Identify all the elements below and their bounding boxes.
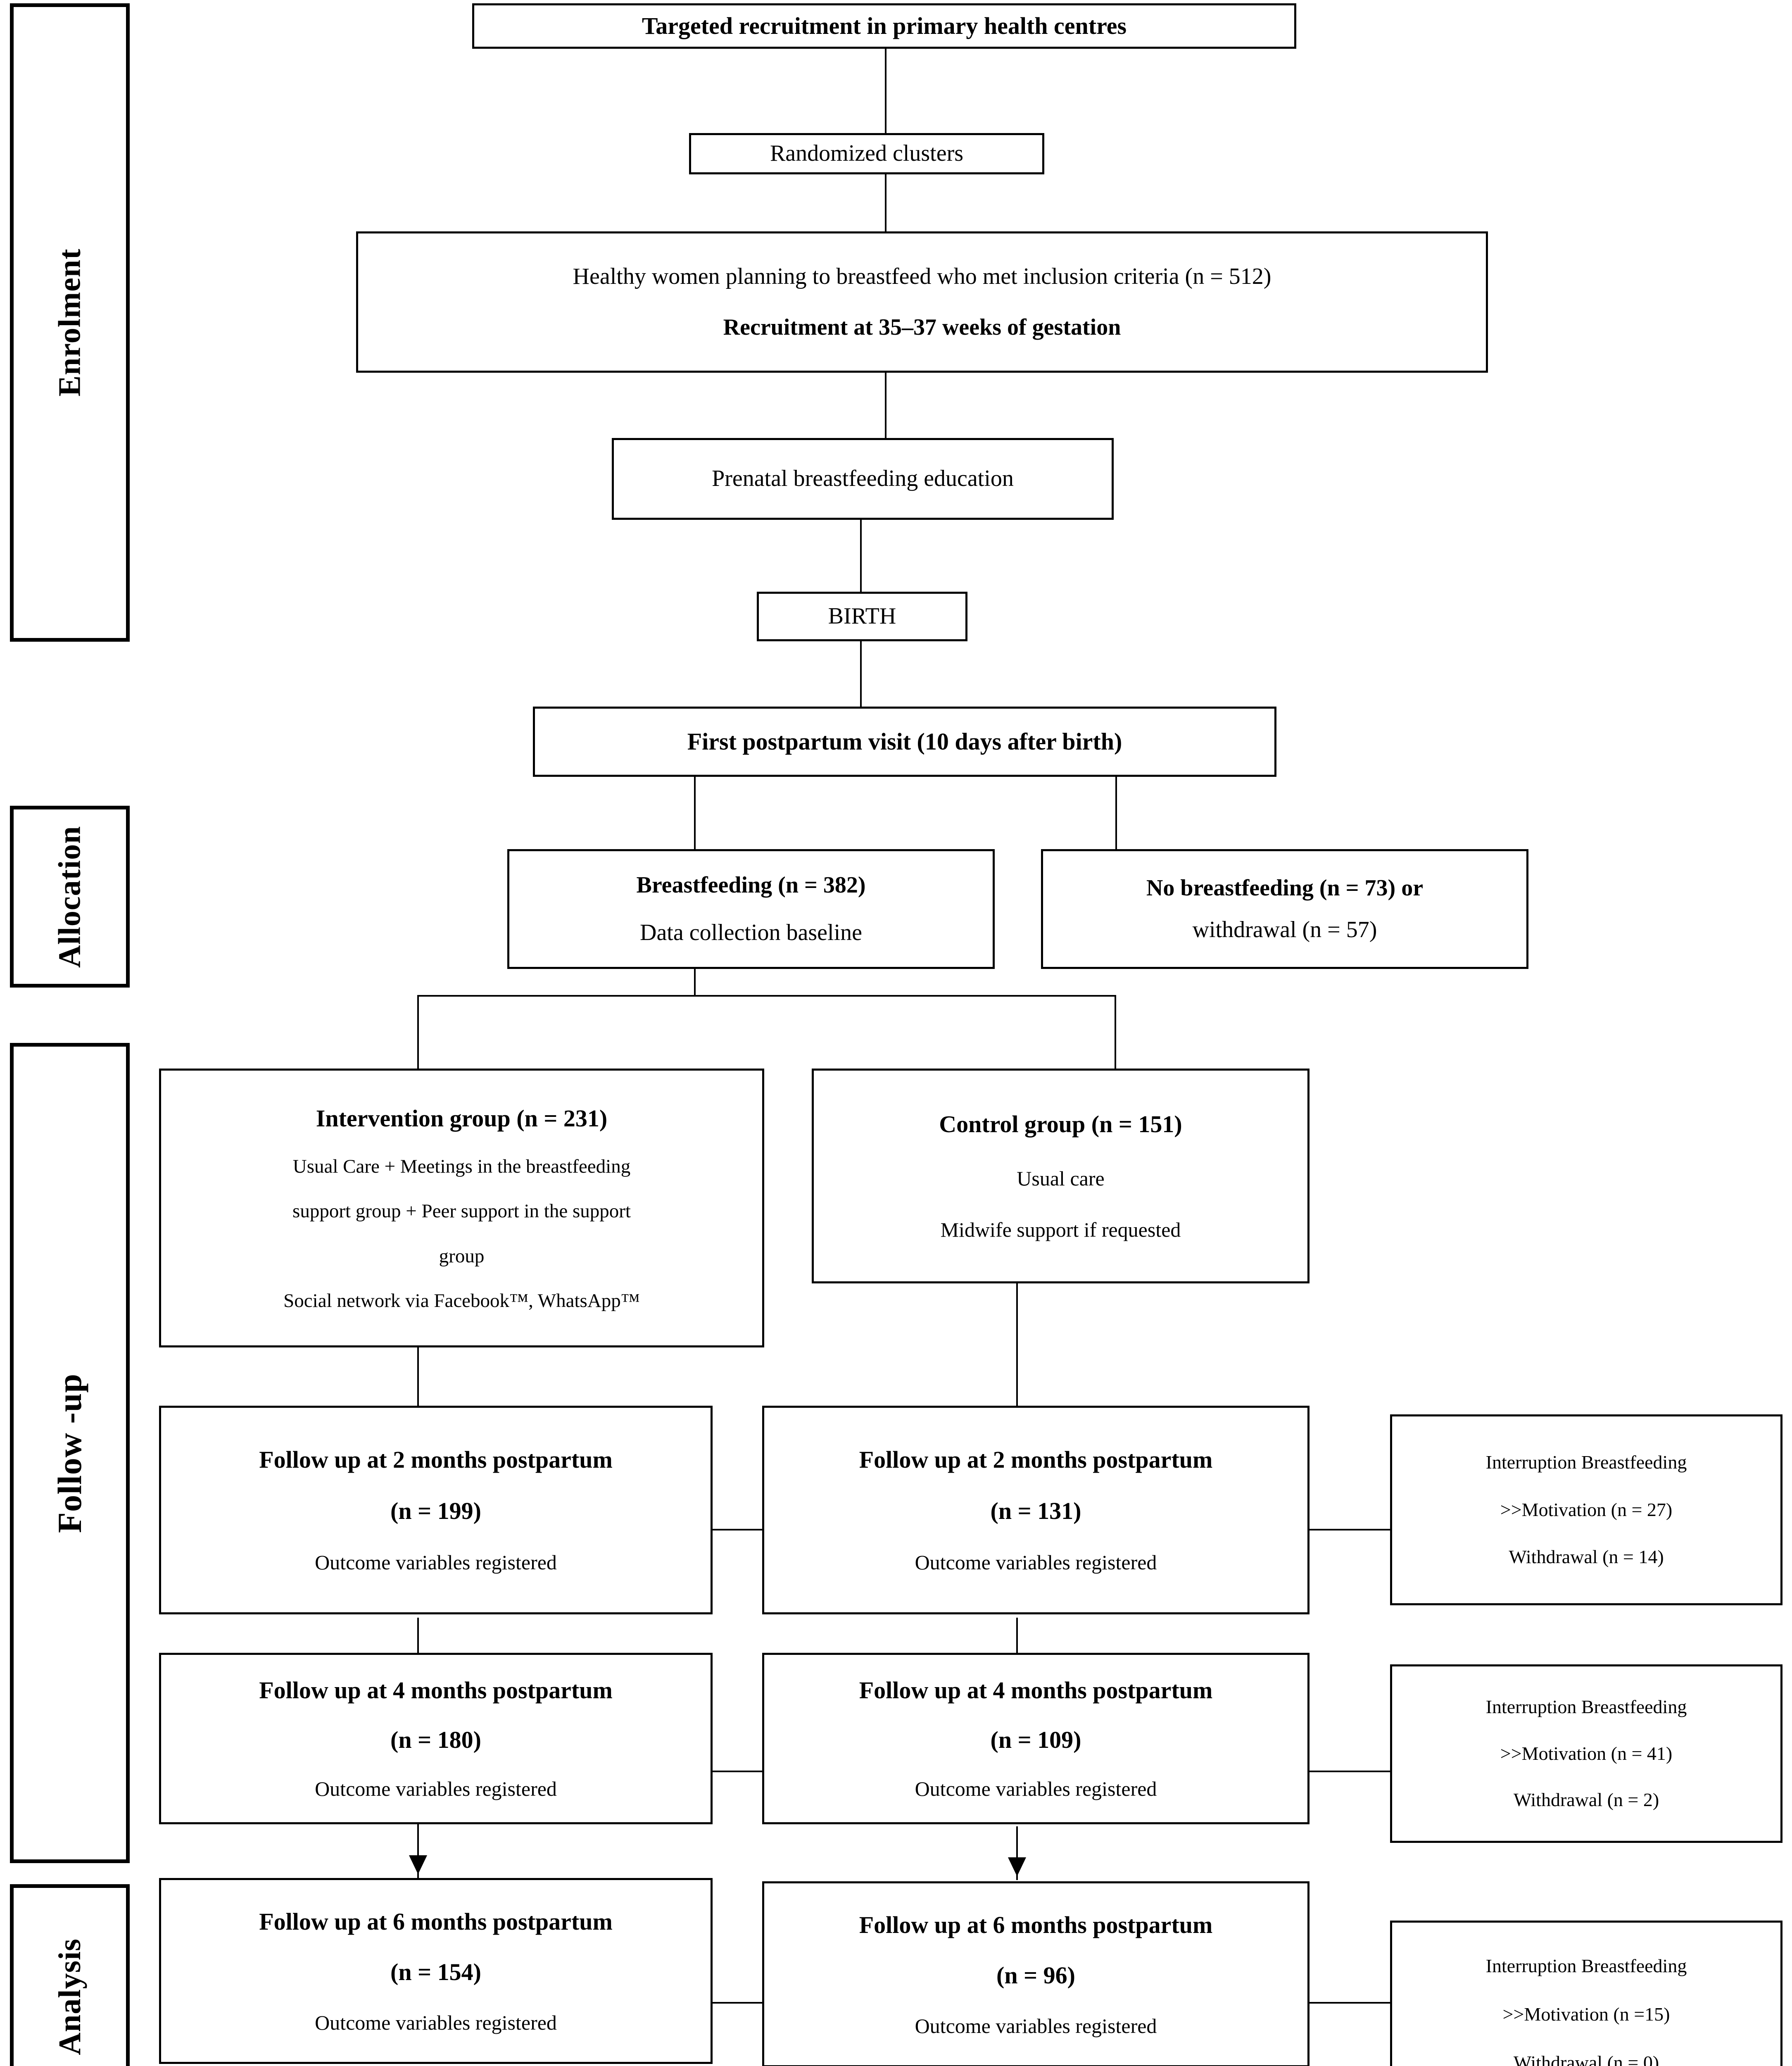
connector-to-control xyxy=(1115,995,1116,1069)
box-first-postpartum-visit: First postpartum visit (10 days after bi… xyxy=(533,707,1276,777)
box-control-6-months-line2: (n = 96) xyxy=(996,1961,1075,1989)
box-intervention-group-line1: Intervention group (n = 231) xyxy=(316,1105,608,1132)
box-intervention-6-months: Follow up at 6 months postpartum (n = 15… xyxy=(159,1878,713,2064)
box-breastfeeding-line2: Data collection baseline xyxy=(640,920,862,945)
box-birth-line1: BIRTH xyxy=(828,603,896,629)
stage-label-analysis: Analysis xyxy=(10,1884,130,2066)
connector-breastfeeding-down xyxy=(694,967,696,996)
connector-4m-ct-drop xyxy=(1310,1771,1390,1772)
connector-recruitment-to-randomized xyxy=(885,26,886,133)
connector-education-to-birth xyxy=(860,519,862,593)
box-interruption-2-months: Interruption Breastfeeding >>Motivation … xyxy=(1390,1414,1782,1605)
box-interruption-4-months-line2: >>Motivation (n = 41) xyxy=(1500,1742,1673,1764)
connector-first-visit-down-right xyxy=(1115,775,1117,849)
connector-intervention-to-2m xyxy=(417,1345,419,1407)
box-intervention-4-months-line1: Follow up at 4 months postpartum xyxy=(259,1677,613,1704)
box-intervention-2-months-line3: Outcome variables registered xyxy=(315,1551,557,1574)
connector-randomized-to-inclusion xyxy=(885,174,886,231)
box-intervention-group-line2: Usual Care + Meetings in the breastfeedi… xyxy=(292,1156,631,1178)
box-control-4-months-line3: Outcome variables registered xyxy=(915,1777,1157,1801)
box-intervention-group-line3: support group + Peer support in the supp… xyxy=(292,1200,631,1222)
box-inclusion-criteria-line1: Healthy women planning to breastfeed who… xyxy=(573,263,1272,289)
box-control-4-months-line1: Follow up at 4 months postpartum xyxy=(859,1677,1213,1704)
box-prenatal-education-line1: Prenatal breastfeeding education xyxy=(712,466,1014,492)
connector-4m-iv-ct xyxy=(713,1771,762,1772)
box-interruption-4-months-line1: Interruption Breastfeeding xyxy=(1485,1696,1687,1717)
connector-inclusion-to-education xyxy=(885,372,886,438)
stage-label-enrolment: Enrolment xyxy=(10,3,130,642)
box-interruption-6-months-line3: Withdrawal (n = 0) xyxy=(1513,2052,1659,2066)
box-inclusion-criteria: Healthy women planning to breastfeed who… xyxy=(356,231,1488,373)
box-no-breastfeeding: No breastfeeding (n = 73) or withdrawal … xyxy=(1041,849,1528,969)
stage-label-follow-up: Follow -up xyxy=(10,1043,130,1863)
box-interruption-4-months-line3: Withdrawal (n = 2) xyxy=(1513,1789,1659,1811)
box-breastfeeding-line1: Breastfeeding (n = 382) xyxy=(636,872,866,898)
box-interruption-6-months-line2: >>Motivation (n =15) xyxy=(1502,2004,1670,2025)
stage-label-enrolment-text: Enrolment xyxy=(52,248,87,397)
box-randomized-clusters-line1: Randomized clusters xyxy=(770,140,964,167)
stage-label-allocation: Allocation xyxy=(10,806,130,988)
box-intervention-2-months-line2: (n = 199) xyxy=(390,1497,481,1525)
box-breastfeeding: Breastfeeding (n = 382) Data collection … xyxy=(507,849,995,969)
box-intervention-2-months-line1: Follow up at 2 months postpartum xyxy=(259,1446,613,1473)
box-control-4-months: Follow up at 4 months postpartum (n = 10… xyxy=(762,1653,1310,1824)
connector-first-visit-down xyxy=(694,775,696,849)
box-intervention-4-months-line2: (n = 180) xyxy=(390,1726,481,1754)
connector-birth-to-first-visit xyxy=(860,607,862,707)
connector-2m-ct-drop xyxy=(1310,1529,1390,1530)
connector-2m-to-4m-control xyxy=(1016,1618,1018,1653)
box-randomized-clusters: Randomized clusters xyxy=(689,133,1044,174)
box-interruption-2-months-line2: >>Motivation (n = 27) xyxy=(1500,1499,1673,1520)
box-control-group-line1: Control group (n = 151) xyxy=(939,1111,1182,1138)
box-interruption-2-months-line1: Interruption Breastfeeding xyxy=(1485,1451,1687,1473)
box-birth: BIRTH xyxy=(757,592,967,641)
box-targeted-recruitment-line1: Targeted recruitment in primary health c… xyxy=(642,12,1127,39)
box-intervention-2-months: Follow up at 2 months postpartum (n = 19… xyxy=(159,1406,713,1614)
box-intervention-6-months-line2: (n = 154) xyxy=(390,1958,481,1985)
connector-4m-to-6m-control xyxy=(1016,1826,1018,1880)
connector-allocation-split xyxy=(417,995,1115,997)
connector-2m-to-4m-intervention xyxy=(417,1618,419,1653)
box-intervention-group-line4: group xyxy=(439,1245,485,1267)
box-inclusion-criteria-line2: Recruitment at 35–37 weeks of gestation xyxy=(723,314,1121,340)
connector-control-to-2m xyxy=(1016,1281,1018,1407)
box-targeted-recruitment: Targeted recruitment in primary health c… xyxy=(472,3,1296,49)
box-control-6-months-line1: Follow up at 6 months postpartum xyxy=(859,1911,1213,1938)
box-control-6-months: Follow up at 6 months postpartum (n = 96… xyxy=(762,1881,1310,2066)
box-interruption-2-months-line3: Withdrawal (n = 14) xyxy=(1509,1546,1664,1568)
box-control-4-months-line2: (n = 109) xyxy=(990,1726,1081,1754)
box-intervention-group: Intervention group (n = 231) Usual Care … xyxy=(159,1069,764,1347)
connector-to-intervention xyxy=(417,995,419,1069)
box-control-group: Control group (n = 151) Usual care Midwi… xyxy=(812,1069,1310,1283)
box-control-group-line2: Usual care xyxy=(1017,1166,1105,1190)
box-control-group-line3: Midwife support if requested xyxy=(940,1218,1181,1242)
stage-label-allocation-text: Allocation xyxy=(52,826,87,968)
box-first-postpartum-visit-line1: First postpartum visit (10 days after bi… xyxy=(687,728,1122,755)
box-interruption-6-months-line1: Interruption Breastfeeding xyxy=(1485,1955,1687,1977)
box-interruption-6-months: Interruption Breastfeeding >>Motivation … xyxy=(1390,1921,1782,2066)
box-control-6-months-line3: Outcome variables registered xyxy=(915,2014,1157,2037)
box-control-2-months: Follow up at 2 months postpartum (n = 13… xyxy=(762,1406,1310,1614)
connector-2m-iv-ct xyxy=(713,1529,762,1530)
box-intervention-4-months: Follow up at 4 months postpartum (n = 18… xyxy=(159,1653,713,1824)
box-control-2-months-line3: Outcome variables registered xyxy=(915,1551,1157,1574)
box-interruption-4-months: Interruption Breastfeeding >>Motivation … xyxy=(1390,1664,1782,1843)
box-no-breastfeeding-line1: No breastfeeding (n = 73) or xyxy=(1146,875,1424,901)
arrowhead-intervention-6m xyxy=(409,1855,427,1874)
stage-label-analysis-text: Analysis xyxy=(52,1938,87,2055)
arrowhead-control-6m xyxy=(1008,1857,1026,1876)
stage-label-follow-up-text: Follow -up xyxy=(51,1373,89,1533)
box-intervention-group-line5: Social network via Facebook™, WhatsApp™ xyxy=(283,1290,640,1311)
box-control-2-months-line2: (n = 131) xyxy=(990,1497,1081,1525)
connector-6m-iv-ct xyxy=(713,2002,762,2004)
box-prenatal-education: Prenatal breastfeeding education xyxy=(612,438,1114,520)
box-no-breastfeeding-line2: withdrawal (n = 57) xyxy=(1192,917,1377,943)
box-intervention-6-months-line3: Outcome variables registered xyxy=(315,2011,557,2034)
box-control-2-months-line1: Follow up at 2 months postpartum xyxy=(859,1446,1213,1473)
connector-6m-ct-drop xyxy=(1310,2002,1390,2004)
box-intervention-6-months-line1: Follow up at 6 months postpartum xyxy=(259,1908,613,1935)
box-intervention-4-months-line3: Outcome variables registered xyxy=(315,1777,557,1801)
connector-4m-to-6m-intervention xyxy=(417,1824,419,1878)
